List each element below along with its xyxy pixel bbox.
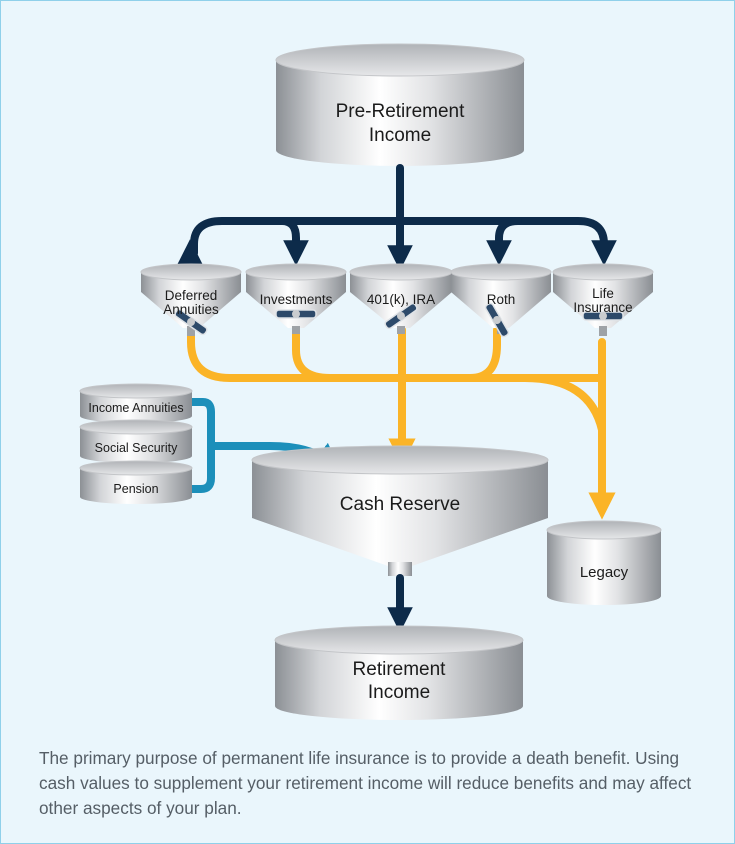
cash-reserve-label: Cash Reserve bbox=[340, 494, 460, 515]
funnel-investments: Investments bbox=[245, 263, 347, 334]
navy-distribution-arrows bbox=[177, 164, 617, 271]
pre-retirement-label-line1: Pre-Retirement bbox=[336, 101, 466, 122]
disclaimer-caption: The primary purpose of permanent life in… bbox=[39, 748, 692, 818]
retirement-income-cylinder: Retirement Income bbox=[274, 625, 524, 720]
funnel-deferred-annuities: Deferred Annuities bbox=[140, 263, 242, 336]
funnel-roth-label: Roth bbox=[487, 292, 516, 307]
cash-reserve-funnel: Cash Reserve bbox=[251, 445, 549, 576]
pension-label: Pension bbox=[113, 482, 158, 496]
retirement-income-label-line2: Income bbox=[368, 682, 430, 703]
income-annuities-label: Income Annuities bbox=[88, 401, 183, 415]
funnel-deferred-label-2: Annuities bbox=[163, 302, 219, 317]
gold-pipes bbox=[187, 326, 616, 520]
side-cylinder-income-annuities: Income Annuities bbox=[79, 383, 193, 423]
legacy-label: Legacy bbox=[580, 564, 629, 581]
side-cylinder-social-security: Social Security bbox=[79, 419, 193, 463]
funnel-deferred-label-1: Deferred bbox=[165, 288, 218, 303]
retirement-income-label-line1: Retirement bbox=[353, 659, 447, 680]
funnel-investments-label: Investments bbox=[260, 292, 333, 307]
social-security-label: Social Security bbox=[95, 441, 178, 455]
funnel-roth: Roth bbox=[450, 263, 552, 338]
funnel-life-label-1: Life bbox=[592, 286, 614, 301]
funnel-401k-ira: 401(k), IRA bbox=[349, 263, 453, 334]
pre-retirement-income-cylinder: Pre-Retirement Income bbox=[275, 43, 525, 166]
funnel-life-label-2: Insurance bbox=[573, 300, 632, 315]
funnel-401k-label: 401(k), IRA bbox=[367, 292, 435, 307]
pre-retirement-label-line2: Income bbox=[369, 125, 431, 146]
funnel-life-insurance: Life Insurance bbox=[552, 263, 654, 336]
legacy-cylinder: Legacy bbox=[546, 520, 662, 605]
side-cylinder-pension: Pension bbox=[79, 460, 193, 504]
